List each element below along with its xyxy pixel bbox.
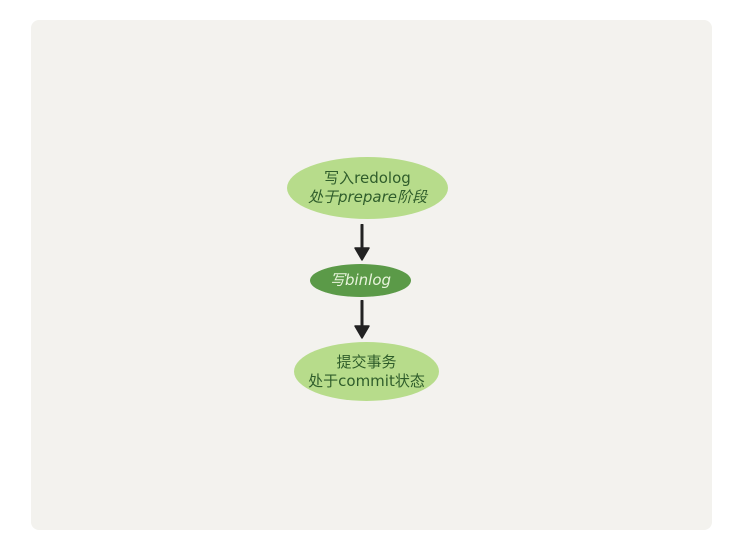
- node-3-line-2: 处于commit状态: [308, 371, 425, 390]
- node-write-redolog-prepare: 写入redolog 处于prepare阶段: [287, 157, 448, 219]
- node-1-line-2: 处于prepare阶段: [307, 188, 428, 206]
- arrow-down-icon: [354, 224, 370, 261]
- node-1-line-1: 写入redolog: [324, 169, 411, 188]
- node-3-line-1: 提交事务: [336, 352, 397, 371]
- arrow-down-icon: [354, 300, 370, 339]
- node-2-line-1: 写binlog: [329, 271, 392, 290]
- node-write-binlog: 写binlog: [310, 264, 411, 297]
- node-commit-transaction: 提交事务 处于commit状态: [294, 342, 439, 401]
